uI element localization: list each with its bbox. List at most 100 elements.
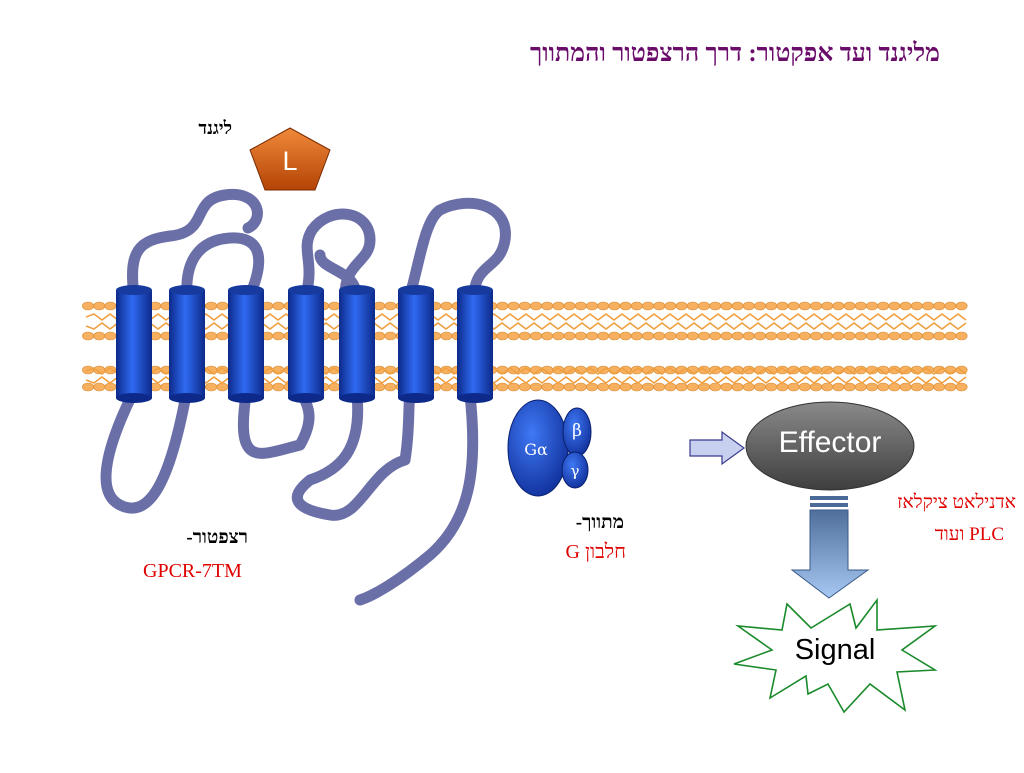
lipid-head xyxy=(765,331,778,341)
lipid-head xyxy=(507,331,520,341)
lipid-head xyxy=(664,301,677,311)
lipid-head xyxy=(866,331,878,341)
lipid-head xyxy=(798,382,811,392)
lipid-head xyxy=(675,301,688,311)
helix-top xyxy=(169,285,205,295)
helix-bottom xyxy=(398,393,434,403)
lipid-head xyxy=(272,382,285,392)
lipid-head xyxy=(205,382,218,392)
lipid-head xyxy=(440,331,453,341)
lipid-head xyxy=(810,301,822,311)
lipid-head xyxy=(552,331,565,341)
lipid-head xyxy=(754,382,766,392)
arrow-to-effector-icon xyxy=(689,430,746,466)
lipid-head xyxy=(653,382,666,392)
lipid-head xyxy=(944,301,957,311)
lipid-head xyxy=(944,382,957,392)
lipid-head xyxy=(518,301,531,311)
lipid-head xyxy=(205,331,218,341)
page-title: מליגנד ועד אפקטור: דרך הרצפטור והמתווך xyxy=(529,40,940,67)
lipid-head xyxy=(899,301,912,311)
ligand-symbol: L xyxy=(282,146,298,176)
lipid-head xyxy=(328,382,341,392)
lipid-head xyxy=(552,301,565,311)
transmembrane-helix xyxy=(169,290,205,398)
lipid-head xyxy=(619,331,632,341)
lipid-head xyxy=(854,382,867,392)
lipid-head xyxy=(720,382,733,392)
lipid-head xyxy=(899,382,912,392)
lipid-head xyxy=(541,331,554,341)
lipid-head xyxy=(843,382,856,392)
lipid-head xyxy=(563,382,576,392)
lipid-head xyxy=(933,331,946,341)
lipid-head xyxy=(518,382,531,392)
lipid-head xyxy=(82,301,94,311)
lipid-head xyxy=(518,331,531,341)
lipid-head xyxy=(731,382,744,392)
lipid-head xyxy=(586,382,598,392)
lipid-head xyxy=(272,301,285,311)
lipid-head xyxy=(541,301,554,311)
membrane-tails-lower xyxy=(85,376,967,384)
lipid-head xyxy=(821,382,834,392)
lipid-head xyxy=(832,301,845,311)
lipid-head xyxy=(709,382,722,392)
receptor-label: רצפטור- xyxy=(186,527,248,548)
g-beta-label: β xyxy=(572,421,582,441)
transducer-label: מתווך- xyxy=(575,512,624,533)
lipid-head xyxy=(787,331,800,341)
lipid-head xyxy=(384,382,397,392)
lipid-head xyxy=(810,382,822,392)
lipid-head xyxy=(507,301,520,311)
lipid-head xyxy=(216,331,229,341)
lipid-head xyxy=(765,382,778,392)
lipid-head xyxy=(507,382,520,392)
lipid-head xyxy=(899,331,912,341)
ligand-label: ליגנד xyxy=(198,118,232,138)
lipid-head xyxy=(619,301,632,311)
signal-label: Signal xyxy=(794,634,876,666)
lipid-head xyxy=(642,382,654,392)
effector-label: Effector xyxy=(778,426,882,459)
helix-bottom xyxy=(457,393,493,403)
helix-top xyxy=(339,285,375,295)
lipid-head xyxy=(93,382,106,392)
lipid-head xyxy=(440,382,453,392)
lipid-head xyxy=(754,331,766,341)
lipid-head xyxy=(82,331,94,341)
g-gamma-label: γ xyxy=(570,462,580,480)
helix-bottom xyxy=(116,393,152,403)
lipid-head xyxy=(866,382,878,392)
ligand-shape xyxy=(249,127,331,191)
lipid-head xyxy=(686,301,699,311)
lipid-head xyxy=(765,301,778,311)
lipid-head xyxy=(832,382,845,392)
lipid-head xyxy=(563,331,576,341)
lipid-head xyxy=(586,301,598,311)
lipid-head xyxy=(608,331,621,341)
lipid-head xyxy=(709,331,722,341)
membrane-tails-upper xyxy=(85,313,967,321)
lipid-head xyxy=(821,301,834,311)
lipid-head xyxy=(698,301,710,311)
arrow-to-signal-icon xyxy=(790,496,870,599)
lipid-head xyxy=(384,331,397,341)
lipid-head xyxy=(82,382,94,392)
lipid-head xyxy=(563,301,576,311)
lipid-head xyxy=(93,301,106,311)
lipid-head xyxy=(698,331,710,341)
lipid-head xyxy=(821,331,834,341)
g-protein xyxy=(507,399,592,497)
receptor-chain xyxy=(100,189,511,606)
lipid-head xyxy=(787,382,800,392)
g-protein-label: חלבון G xyxy=(565,541,627,563)
lipid-head xyxy=(597,301,610,311)
lipid-head xyxy=(955,331,968,341)
effector-ellipse xyxy=(745,401,915,491)
lipid-head xyxy=(776,301,789,311)
lipid-head xyxy=(597,382,610,392)
lipid-head xyxy=(922,301,934,311)
lipid-head xyxy=(328,331,341,341)
